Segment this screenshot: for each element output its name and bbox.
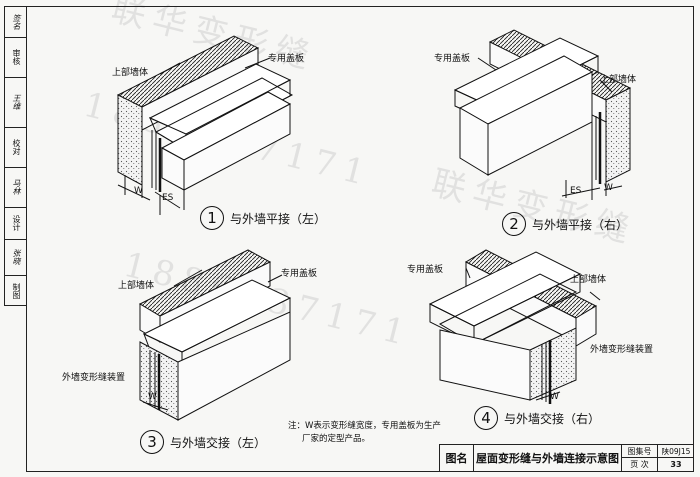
- figure-4-title: 与外墙交接（右）: [504, 411, 601, 426]
- detail-3-dim-w: W: [148, 392, 157, 402]
- page-number: 33: [670, 460, 682, 469]
- detail-4-drawing: [428, 249, 601, 404]
- drawing-title: 屋面变形缝与外墙连接示意图: [474, 445, 622, 471]
- reviewer-signature: 签名: [5, 7, 27, 38]
- detail-1-cover-label: 专用盖板: [268, 54, 305, 64]
- reviewer-name: 王维: [5, 77, 27, 128]
- atlas-number-label: 图集号: [622, 445, 658, 458]
- figure-1-caption: 1 与外墙平接（左）: [200, 206, 326, 230]
- detail-2-upper-wall-label: 上部墙体: [600, 75, 637, 85]
- title-block: 图名 屋面变形缝与外墙连接示意图 图集号 陕09J15 页 次 33: [439, 444, 694, 472]
- designer-name: 张晓: [5, 239, 27, 276]
- note-line-1: 注：W表示变形缝宽度，专用盖板为生产: [288, 421, 441, 431]
- drawn-label: 制图: [12, 283, 21, 299]
- signature-strip: 签名 审核 王维 校对 马林 设计 张晓 制图: [4, 6, 27, 306]
- detail-1-dim-es: ES: [162, 193, 174, 203]
- figure-3-number: 3: [140, 430, 164, 454]
- figure-1-number: 1: [200, 206, 224, 230]
- detail-3-cover-label: 专用盖板: [281, 269, 318, 279]
- detail-4-device-label: 外墙变形缝装置: [590, 345, 654, 355]
- detail-3-device-label: 外墙变形缝装置: [62, 373, 126, 383]
- detail-2-dim-es: ES: [570, 186, 582, 196]
- checker-name: 马林: [5, 167, 27, 208]
- detail-1-dim-w: W: [134, 186, 143, 196]
- detail-4-dim-w: W: [550, 392, 559, 402]
- figure-3-caption: 3 与外墙交接（左）: [140, 430, 266, 454]
- detail-3-drawing: [138, 249, 292, 421]
- detail-4-upper-wall-label: 上部墙体: [570, 275, 607, 285]
- title-label: 图名: [440, 445, 474, 471]
- figure-4-caption: 4 与外墙交接（右）: [474, 406, 600, 430]
- figure-2-caption: 2 与外墙平接（右）: [502, 212, 628, 236]
- reviewed-label: 审核: [5, 37, 27, 78]
- detail-1-drawing: [116, 35, 294, 215]
- figure-2-title: 与外墙平接（右）: [532, 217, 629, 232]
- detail-4-cover-label: 专用盖板: [407, 265, 444, 275]
- checked-label: 校对: [5, 127, 27, 168]
- detail-3-upper-wall-label: 上部墙体: [118, 281, 155, 291]
- figure-4-number: 4: [474, 406, 498, 430]
- detail-2-drawing: [453, 29, 632, 200]
- page-label: 页 次: [622, 458, 658, 471]
- detail-2-dim-w: W: [604, 183, 613, 193]
- detail-2-cover-label: 专用盖板: [434, 54, 471, 64]
- atlas-number: 陕09J15: [658, 445, 694, 458]
- figure-2-number: 2: [502, 212, 526, 236]
- note-line-2: 厂家的定型产品。: [302, 434, 371, 444]
- figure-1-title: 与外墙平接（左）: [230, 211, 327, 226]
- designed-label: 设计: [5, 207, 27, 240]
- drawing-note: 注：W表示变形缝宽度，专用盖板为生产 厂家的定型产品。: [288, 420, 448, 446]
- figure-3-title: 与外墙交接（左）: [170, 435, 267, 450]
- detail-1-upper-wall-label: 上部墙体: [112, 68, 149, 78]
